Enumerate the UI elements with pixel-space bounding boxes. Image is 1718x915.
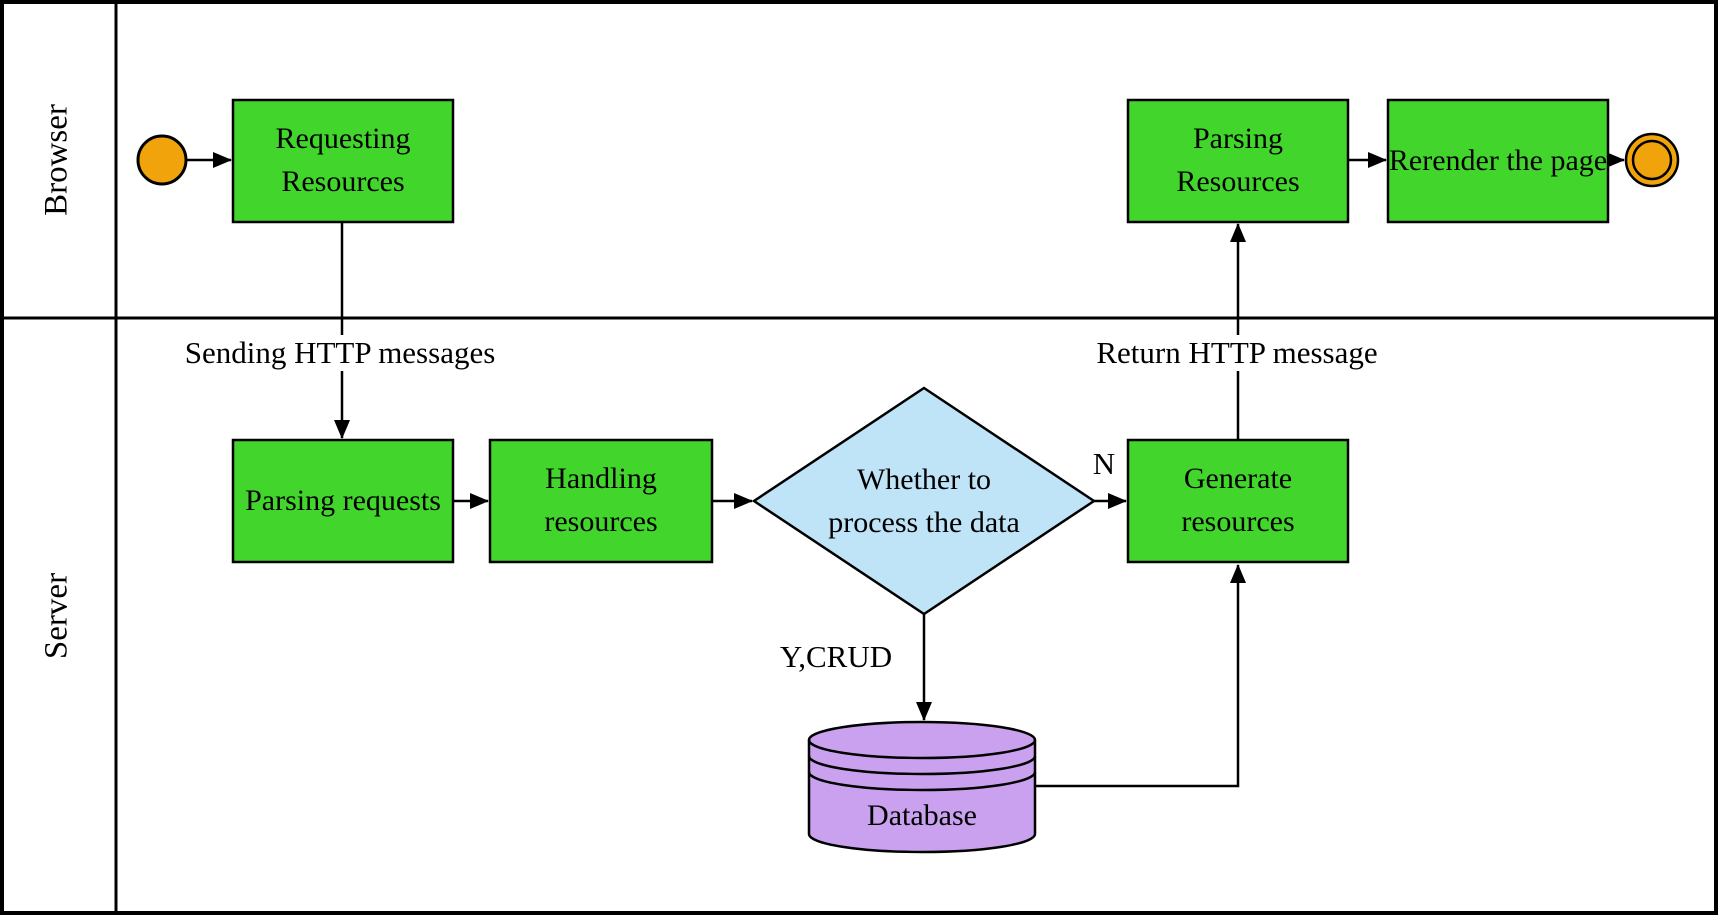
database-top-lip — [807, 739, 1037, 760]
end-event-inner — [1631, 139, 1673, 181]
database-disk-line-1 — [807, 755, 1037, 776]
database-disk-line-2 — [807, 771, 1037, 792]
start-event — [136, 134, 188, 186]
node-requesting-resources — [231, 98, 455, 224]
node-parsing-resources — [1126, 98, 1350, 224]
node-parsing-requests — [231, 438, 455, 564]
node-rerender-page — [1386, 98, 1610, 224]
node-handling-resources — [488, 438, 714, 564]
node-database-body — [807, 720, 1037, 854]
edge-database-to-generate — [1035, 564, 1246, 788]
node-decision-diamond — [751, 386, 1097, 616]
node-generate-resources — [1126, 438, 1350, 564]
